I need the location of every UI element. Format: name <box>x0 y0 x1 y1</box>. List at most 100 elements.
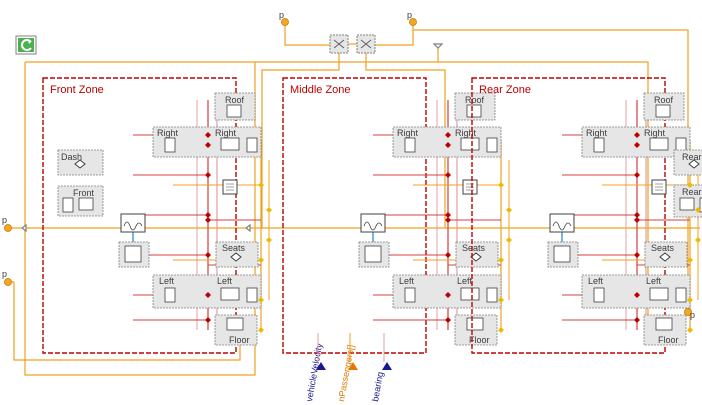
junction-node <box>695 237 701 243</box>
junction-node <box>258 327 264 333</box>
signal-input-icon[interactable] <box>316 362 326 370</box>
signal-input-icon[interactable] <box>348 362 358 370</box>
junction-node <box>687 327 693 333</box>
block-rear-2-label: Rear <box>682 187 702 197</box>
junction-node <box>445 292 451 298</box>
block-right-label-2: Right <box>455 128 477 138</box>
block-left-label-2: Left <box>457 276 473 286</box>
right-window-element <box>593 137 605 153</box>
signal-input[interactable]: vehicleVelocity <box>304 333 326 402</box>
block-left-label: Left <box>588 276 604 286</box>
right-door-element <box>220 137 240 151</box>
floor-element <box>226 317 244 331</box>
cabin-volume-icon[interactable] <box>549 213 575 233</box>
junction-node <box>205 212 211 218</box>
junction-node <box>634 252 640 258</box>
seats-element <box>230 252 242 262</box>
block-roof-label: Roof <box>465 95 485 105</box>
zone-front-border <box>42 77 237 354</box>
junction-node <box>445 132 451 138</box>
junction-node <box>634 317 640 323</box>
heat-port-icon[interactable] <box>684 308 692 316</box>
block-front-label: Front <box>73 188 95 198</box>
junction-node <box>634 132 640 138</box>
heat-port-icon[interactable] <box>281 18 289 26</box>
junction-node <box>634 292 640 298</box>
junction-node <box>445 317 451 323</box>
sensor-element <box>553 245 571 263</box>
block-floor-label: Floor <box>658 335 679 345</box>
block-left-label: Left <box>399 276 415 286</box>
heat-source-lines <box>226 183 234 191</box>
block-roof-label: Roof <box>225 95 245 105</box>
refresh-icon[interactable] <box>15 35 37 55</box>
top-valves[interactable] <box>329 34 376 54</box>
block-seats-label: Seats <box>462 243 486 253</box>
right-door-element <box>460 137 480 151</box>
junction-node <box>445 217 451 223</box>
junction-node <box>258 257 264 263</box>
left-window-element <box>404 287 416 303</box>
junction-node <box>205 317 211 323</box>
right-heat-element <box>246 137 258 153</box>
floor-element <box>466 317 484 331</box>
block-right-label: Right <box>157 128 179 138</box>
heat-source-lines <box>655 183 663 191</box>
top-bus-wire <box>25 61 649 340</box>
block-right-label-2: Right <box>644 128 666 138</box>
valve-down-left-wire <box>261 53 340 228</box>
front-door-element <box>78 197 94 211</box>
right-window-element <box>404 137 416 153</box>
signal-input[interactable]: nPassengers[] <box>336 333 358 402</box>
junction-node <box>258 182 264 188</box>
bus-sensor-icon <box>21 223 27 233</box>
junction-node <box>205 292 211 298</box>
block-rear[interactable]: Rear <box>673 149 702 176</box>
dash-element <box>74 159 86 169</box>
roof-element <box>655 104 671 118</box>
global-wiring <box>8 22 700 376</box>
block-seats-label: Seats <box>222 243 246 253</box>
junction-node <box>687 182 693 188</box>
block-left-label-2: Left <box>646 276 662 286</box>
junction-node <box>258 297 264 303</box>
junction-node <box>634 142 640 148</box>
cabin-volume-icon[interactable] <box>360 213 386 233</box>
block-seats-frame <box>455 241 499 268</box>
junction-node <box>205 217 211 223</box>
junction-node <box>445 252 451 258</box>
junction-node <box>634 217 640 223</box>
seats-element <box>659 252 671 262</box>
junction-node <box>687 257 693 263</box>
block-right-label: Right <box>586 128 608 138</box>
cabin-volume-curve <box>552 221 572 231</box>
signal-input[interactable]: bearing <box>370 333 392 402</box>
roof-element <box>226 104 242 118</box>
block-seats[interactable]: Seats <box>455 241 499 268</box>
left-door-element <box>460 287 480 301</box>
left-loop-wire <box>24 62 256 376</box>
port-label: p <box>407 10 412 20</box>
right-window-element <box>164 137 176 153</box>
heat-port-icon[interactable] <box>4 224 12 232</box>
heat-port-icon[interactable] <box>409 18 417 26</box>
junction-node <box>695 207 701 213</box>
junction-node <box>498 327 504 333</box>
left-door-element <box>220 287 240 301</box>
zone-rear-title: Rear Zone <box>479 84 531 96</box>
junction-node <box>506 207 512 213</box>
cabin-volume-icon[interactable] <box>120 213 146 233</box>
left-heat-element <box>246 287 258 303</box>
port-label: p <box>2 269 7 279</box>
junction-node <box>634 172 640 178</box>
rear-element <box>688 159 700 169</box>
heat-port-icon[interactable] <box>4 278 12 286</box>
block-left-label-2: Left <box>217 276 233 286</box>
junction-node <box>445 212 451 218</box>
signal-input-icon[interactable] <box>382 362 392 370</box>
zone-middle-title: Middle Zone <box>290 84 351 96</box>
junction-node <box>445 172 451 178</box>
